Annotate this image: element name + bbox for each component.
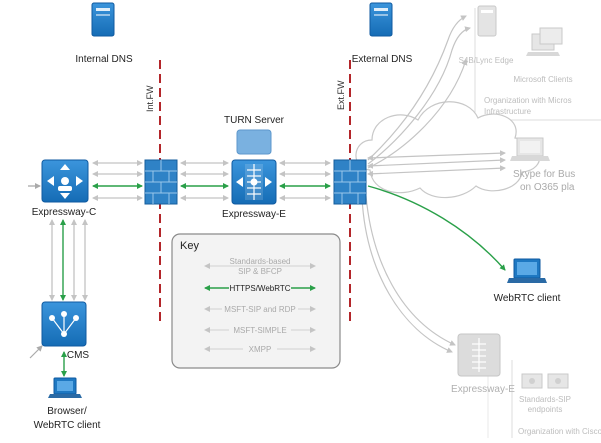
browser-label-line2: WebRTC client — [34, 420, 101, 431]
browser-label-line1: Browser/ — [47, 406, 87, 417]
ext-fw-label: Ext.FW — [336, 80, 346, 110]
svg-text:SIP & BFCP: SIP & BFCP — [238, 267, 282, 276]
exp-e-to-extfw-lines — [279, 160, 331, 201]
external-dns-label: External DNS — [352, 54, 413, 65]
microsoft-clients-icon — [526, 27, 563, 56]
webrtc-client-laptop-icon — [507, 258, 547, 283]
exp-c-to-intfw-lines — [92, 160, 143, 201]
webrtc-client-label: WebRTC client — [494, 293, 561, 304]
internal-firewall-icon — [144, 159, 178, 205]
key-item-msft-simple: MSFT-SIMPLE — [204, 324, 316, 335]
s4b-edge-server-icon — [477, 5, 497, 37]
key-item-https: HTTPS/WebRTC — [204, 282, 316, 293]
standards-sip-label-line1: Standards-SIP — [519, 395, 571, 404]
external-dns-server-icon — [369, 2, 393, 37]
internet-cloud — [355, 101, 541, 199]
skype-laptop-icon — [510, 137, 550, 161]
key-title: Key — [180, 240, 199, 252]
remote-expressway-e-icon — [457, 333, 501, 377]
key-item-msft-sip: MSFT-SIP and RDP — [204, 303, 316, 314]
svg-text:MSFT-SIMPLE: MSFT-SIMPLE — [233, 326, 286, 335]
expressway-e-icon — [231, 159, 277, 205]
svg-text:HTTPS/WebRTC: HTTPS/WebRTC — [229, 284, 290, 293]
internal-dns-label: Internal DNS — [75, 54, 133, 65]
expressway-e-label: Expressway-E — [222, 209, 286, 220]
key-legend: Key Standards-based SIP & BFCP HTTPS/Web… — [171, 233, 341, 369]
int-fw-label: Int.FW — [145, 85, 155, 112]
svg-text:MSFT-SIP and RDP: MSFT-SIP and RDP — [224, 305, 295, 314]
standards-sip-label-line2: endpoints — [528, 405, 563, 414]
remote-expressway-e-label: Expressway-E — [451, 384, 515, 395]
cms-label: CMS — [67, 350, 90, 361]
extfw-to-cloud-lines — [361, 15, 506, 353]
key-item-sip: Standards-based SIP & BFCP — [204, 257, 316, 276]
turn-server-icon — [236, 129, 272, 155]
cms-incoming-arrow — [29, 345, 43, 359]
intfw-to-exp-e-lines — [180, 160, 229, 201]
org-ms-label-line2: Infrastructure — [484, 107, 532, 116]
key-item-xmpp: XMPP — [204, 343, 316, 354]
expressway-c-label: Expressway-C — [32, 207, 96, 218]
s4b-edge-label: S4B/Lync Edge — [459, 56, 514, 65]
org-ms-label-line1: Organization with Micros — [484, 96, 572, 105]
cms-icon — [41, 301, 87, 347]
skype-label-line2: on O365 pla — [520, 182, 575, 193]
internal-dns-server-icon — [91, 2, 115, 37]
turn-server-label: TURN Server — [224, 115, 285, 126]
browser-laptop-icon — [48, 377, 82, 398]
microsoft-clients-label: Microsoft Clients — [513, 75, 572, 84]
exp-c-to-cms-lines — [49, 219, 88, 301]
standards-sip-endpoints-icon — [521, 373, 569, 389]
external-firewall-icon — [333, 159, 367, 205]
svg-text:XMPP: XMPP — [249, 345, 272, 354]
expressway-c-icon — [41, 159, 89, 203]
svg-text:Standards-based: Standards-based — [230, 257, 291, 266]
skype-label-line1: Skype for Bus — [513, 169, 575, 180]
org-cisco-label: Organization with Cisco — [518, 427, 601, 436]
